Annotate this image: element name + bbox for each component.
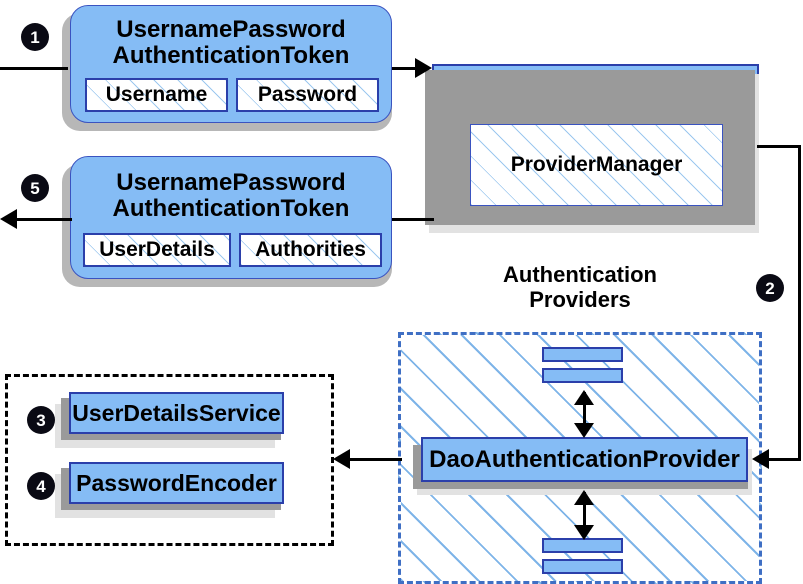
dao-authentication-provider-label: DaoAuthenticationProvider: [429, 445, 740, 473]
userdetailsservice-box[interactable]: UserDetailsService: [69, 392, 284, 434]
providers-to-services-arrowhead: [333, 449, 350, 469]
step-badge-3: 3: [28, 407, 54, 433]
authentication-providers-label-line1: Authentication: [503, 262, 657, 287]
response-field-authorities[interactable]: Authorities: [239, 233, 382, 267]
bottom-bars-arrow-up: [574, 490, 594, 505]
response-token-box[interactable]: UsernamePassword AuthenticationToken Use…: [70, 156, 392, 279]
response-token-title-line2: AuthenticationToken: [112, 195, 350, 222]
manager-to-providers-hline-bottom: [766, 458, 801, 461]
step-badge-1: 1: [22, 24, 48, 50]
token-to-manager-line: [392, 67, 420, 70]
request-field-password-label: Password: [257, 83, 358, 106]
manager-to-providers-arrowhead: [752, 449, 769, 469]
provider-manager-label: ProviderManager: [510, 153, 683, 176]
request-field-username-label: Username: [105, 83, 208, 106]
step-badge-5: 5: [22, 175, 48, 201]
dao-authentication-provider-box[interactable]: DaoAuthenticationProvider: [421, 437, 748, 482]
authentication-providers-label: Authentication Providers: [450, 262, 710, 312]
manager-to-providers-vline: [798, 145, 801, 460]
other-provider-bar-bottom-2[interactable]: [542, 559, 623, 574]
step-badge-2: 2: [757, 275, 783, 301]
providers-to-services-line: [348, 458, 402, 461]
provider-manager-box[interactable]: ProviderManager: [470, 124, 723, 206]
passwordencoder-box[interactable]: PasswordEncoder: [69, 462, 284, 504]
response-token-title-line1: UsernamePassword: [116, 169, 346, 197]
incoming-request-line: [0, 67, 68, 70]
request-token-box[interactable]: UsernamePassword AuthenticationToken Use…: [70, 5, 392, 123]
bottom-bars-arrow-down: [574, 525, 594, 540]
other-provider-bar-top-2[interactable]: [542, 368, 623, 383]
response-outgoing-arrowhead: [0, 209, 17, 229]
request-token-title: UsernamePassword AuthenticationToken: [71, 10, 391, 76]
manager-to-providers-hline-top: [757, 145, 801, 148]
request-field-password[interactable]: Password: [236, 78, 379, 112]
response-field-userdetails-label: UserDetails: [99, 238, 215, 261]
response-field-authorities-label: Authorities: [255, 238, 366, 261]
response-token-title: UsernamePassword AuthenticationToken: [71, 163, 391, 229]
request-field-username[interactable]: Username: [85, 78, 228, 112]
token-to-manager-arrowhead: [415, 58, 432, 78]
other-provider-bar-bottom-1[interactable]: [542, 538, 623, 553]
response-outgoing-line: [17, 218, 72, 221]
step-badge-4: 4: [28, 473, 54, 499]
authentication-providers-label-line2: Providers: [529, 286, 631, 312]
request-token-title-line1: UsernamePassword: [116, 16, 346, 44]
top-bars-arrow-up: [574, 390, 594, 405]
other-provider-bar-top-1[interactable]: [542, 347, 623, 362]
manager-to-response-line: [392, 218, 434, 221]
userdetailsservice-label: UserDetailsService: [72, 399, 281, 426]
top-bars-arrow-down: [574, 423, 594, 438]
response-field-userdetails[interactable]: UserDetails: [83, 233, 231, 267]
supporting-services-container: [5, 374, 334, 546]
bottom-bars-connector-line: [583, 492, 586, 534]
top-bars-connector-line: [583, 392, 586, 432]
passwordencoder-label: PasswordEncoder: [76, 469, 277, 496]
request-token-title-line2: AuthenticationToken: [112, 42, 350, 69]
